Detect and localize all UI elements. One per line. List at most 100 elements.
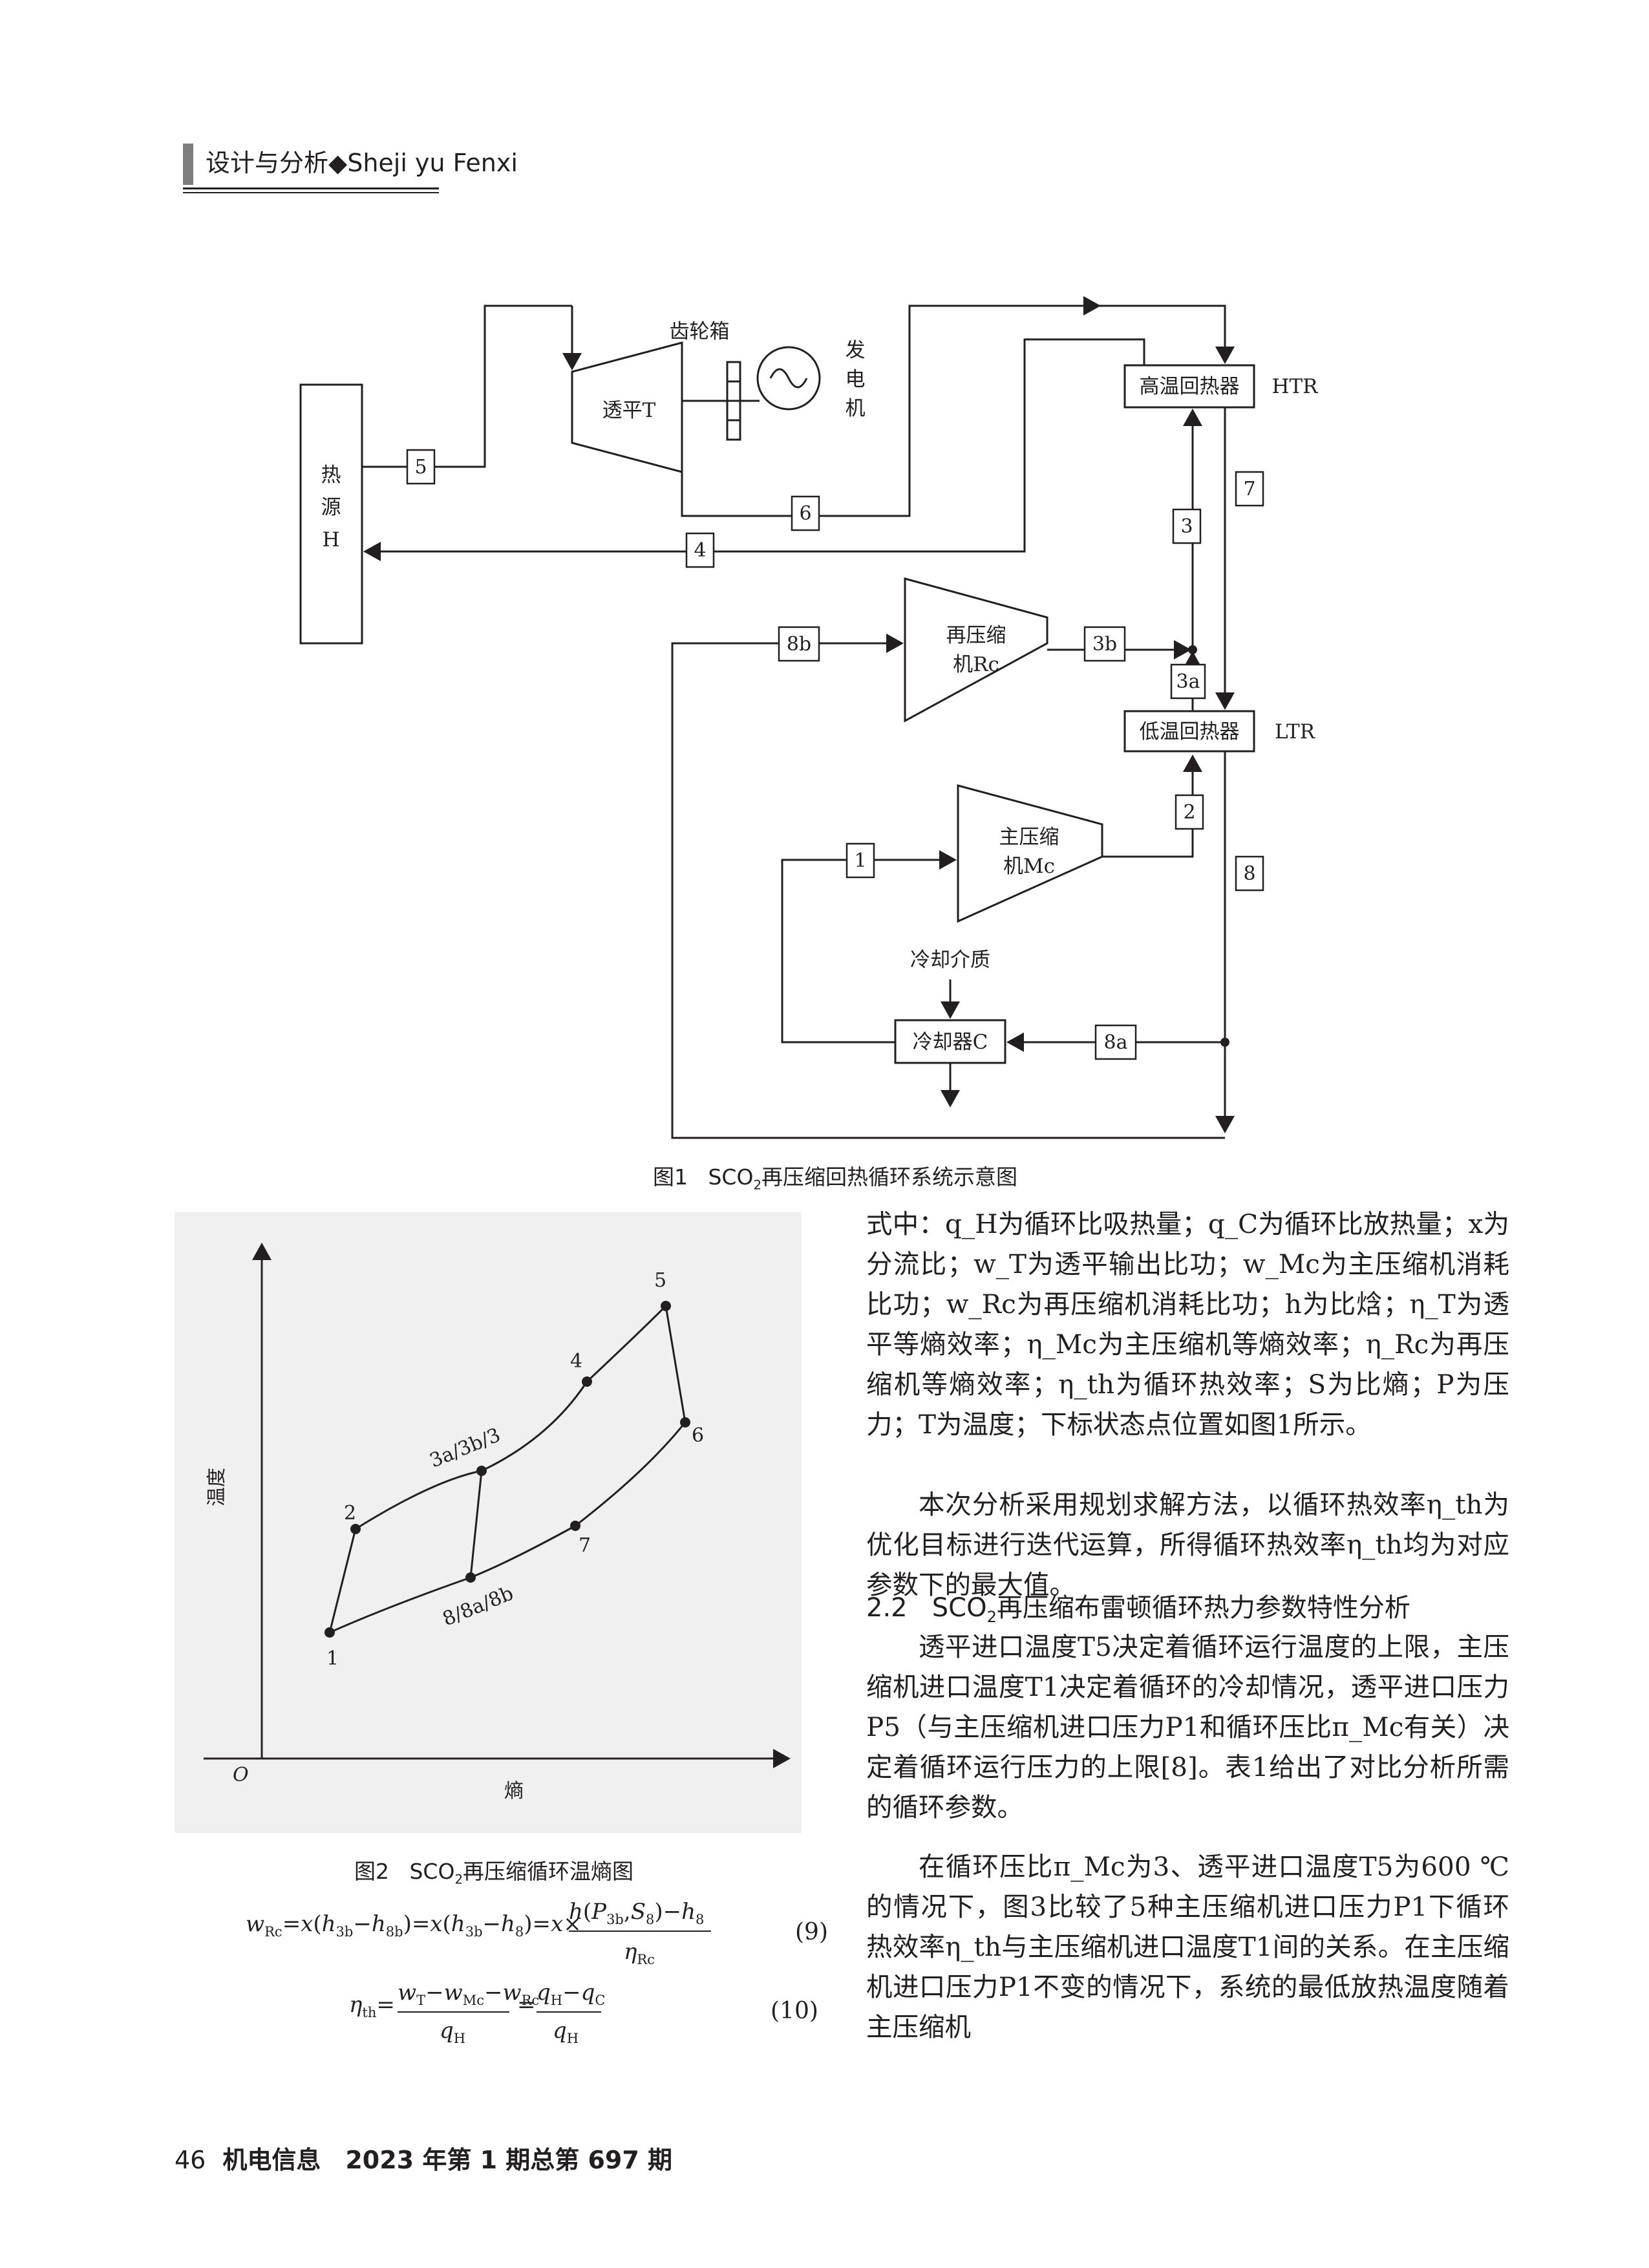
ltr-tag: LTR [1275, 720, 1316, 744]
paragraph-2: 本次分析采用规划求解方法，以循环热效率η_th为优化目标进行迭代运算，所得循环热… [866, 1489, 1509, 1600]
equation-10: ηth= wT−wMc−wRc qH = qH−qC qH [349, 1980, 605, 2046]
svg-text:ηRc: ηRc [624, 1939, 655, 1967]
equation-9: wRc=x(h3b−h8b)=x(h3b−h8)=x× h(P3b,S8)−h8… [246, 1899, 711, 1967]
header-bar [183, 144, 193, 185]
recompressor-shape [904, 577, 1048, 723]
heat-source-label-1: 热 [321, 464, 341, 487]
svg-text:qH−qC: qH−qC [537, 1980, 605, 2008]
state-3b: 3b [1092, 633, 1117, 656]
point-1 [324, 1627, 335, 1638]
section-number: 2.2 [866, 1593, 908, 1623]
section-header: 设计与分析◆Sheji yu Fenxi [206, 149, 518, 177]
expansion-line [665, 1305, 686, 1423]
gearbox-label: 齿轮箱 [670, 320, 730, 343]
generator-label-3: 机 [846, 397, 866, 420]
state-8a: 8a [1104, 1031, 1128, 1054]
figure2-caption-prefix: 图2 [354, 1859, 389, 1884]
generator-circle [756, 346, 821, 411]
state-4: 4 [694, 539, 706, 562]
label-2: 2 [344, 1502, 356, 1524]
svg-text:=: = [517, 1992, 536, 2018]
state-7: 7 [1243, 478, 1255, 500]
figure1-caption-prefix: 图1 [653, 1164, 688, 1190]
page-footer: 46 机电信息 2023 年第 1 期总第 697 期 [175, 2140, 672, 2176]
high-pressure-curve [328, 1305, 667, 1633]
header-rule [183, 187, 439, 189]
paragraph-method: 本次分析采用规划求解方法，以循环热效率η_th为优化目标进行迭代运算，所得循环热… [866, 1484, 1509, 1605]
state-2: 2 [1183, 801, 1195, 824]
point-3 [476, 1466, 487, 1476]
cooler-label: 冷却器C [913, 1031, 988, 1054]
main-compressor-label-1: 主压缩 [999, 826, 1059, 849]
svg-text:qH: qH [553, 2018, 579, 2046]
paragraph-3: 透平进口温度T5决定着循环运行温度的上限，主压缩机进口温度T1决定着循环的冷却情… [866, 1631, 1509, 1823]
htr-tag: HTR [1271, 375, 1319, 398]
label-4: 4 [570, 1350, 582, 1373]
recompressor-label-2: 机Rc [953, 653, 999, 676]
origin-label: O [233, 1764, 249, 1786]
point-4 [582, 1376, 592, 1387]
state-5: 5 [414, 456, 427, 478]
figure1-caption-main: SCO [708, 1164, 754, 1190]
equation-10-number: (10) [771, 1998, 818, 2024]
paragraph-parameters: 透平进口温度T5决定着循环运行温度的上限，主压缩机进口温度T1决定着循环的冷却情… [866, 1627, 1509, 1827]
y-axis-label: 温度 [206, 1468, 228, 1506]
figure1-caption-sub: 2 [753, 1177, 762, 1193]
main-compressor-label-2: 机Mc [1003, 855, 1055, 878]
low-pressure-curve [329, 1422, 686, 1634]
label-7: 7 [579, 1534, 591, 1557]
turbine-label: 透平T [602, 399, 656, 422]
main-compressor-shape [957, 784, 1103, 923]
htr-box [1123, 364, 1255, 409]
state-8b: 8b [787, 633, 811, 656]
sine-icon [769, 368, 808, 389]
paragraph-comparison: 在循环压比π_Mc为3、透平进口温度T5为600 ℃的情况下，图3比较了5种主压… [866, 1846, 1509, 2047]
generator-label-2: 电 [846, 368, 866, 391]
page-number: 46 [175, 2146, 206, 2174]
equation-9-number: (9) [795, 1919, 828, 1945]
label-5: 5 [654, 1269, 666, 1292]
junction-dot-3 [1188, 645, 1197, 654]
figure2-caption-main: SCO [409, 1859, 455, 1884]
x-axis-label: 熵 [504, 1780, 524, 1803]
generator-label-1: 发 [846, 339, 866, 362]
point-2 [350, 1524, 361, 1534]
state-8: 8 [1243, 862, 1255, 885]
state-6: 6 [799, 502, 811, 525]
figure2-ts-diagram: 1 2 3a/3b/3 4 5 6 7 8/8a/8b O 熵 温度 [175, 1212, 802, 1833]
section-heading: 2.2 SCO2再压缩布雷顿循环热力参数特性分析 [866, 1587, 1410, 1626]
section-title-b: 再压缩布雷顿循环热力参数特性分析 [996, 1593, 1410, 1623]
heat-source-label-2: 源 [321, 496, 341, 519]
section-title-a: SCO [931, 1593, 987, 1623]
junction-dot-8 [1220, 1038, 1229, 1047]
cooling-medium-label: 冷却介质 [910, 948, 990, 972]
figure1-caption-rest: 再压缩回热循环系统示意图 [761, 1164, 1018, 1190]
htr-label: 高温回热器 [1140, 375, 1240, 398]
paragraph-definitions: 式中：q_H为循环比吸热量；q_C为循环比放热量；x为分流比；w_T为透平输出比… [866, 1204, 1509, 1444]
ltr-box [1123, 710, 1255, 753]
figure2-caption-sub: 2 [454, 1872, 463, 1887]
recompressor-label-1: 再压缩 [946, 624, 1006, 647]
section-title-sub: 2 [986, 1608, 997, 1626]
svg-text:wRc=x(h3b−h8b)=x(h3b−h8)=x×: wRc=x(h3b−h8b)=x(h3b−h8)=x× [246, 1911, 582, 1940]
point-8 [465, 1572, 476, 1583]
ltr-label: 低温回热器 [1140, 720, 1240, 744]
state-3: 3 [1180, 515, 1193, 538]
point-6 [680, 1417, 690, 1428]
paragraph-1: 式中：q_H为循环比吸热量；q_C为循环比放热量；x为分流比；w_T为透平输出比… [866, 1208, 1509, 1440]
svg-text:qH: qH [440, 2018, 465, 2046]
figure1-caption: 图1 SCO2再压缩回热循环系统示意图 [653, 1160, 1017, 1193]
point-7 [570, 1521, 580, 1531]
journal-info: 机电信息 2023 年第 1 期总第 697 期 [222, 2146, 673, 2174]
heat-source-box [299, 383, 363, 645]
label-6: 6 [692, 1424, 704, 1447]
heat-source-label-3: H [322, 528, 339, 551]
figure2-caption-rest: 再压缩循环温熵图 [463, 1859, 634, 1884]
svg-text:h(P3b,S8)−h8: h(P3b,S8)−h8 [569, 1899, 704, 1927]
label-1: 1 [326, 1647, 339, 1670]
point-5 [661, 1301, 671, 1311]
header-rule-thin [183, 192, 439, 193]
state-3a: 3a [1176, 670, 1200, 693]
state-1: 1 [854, 850, 866, 872]
svg-text:ηth=: ηth= [349, 1992, 395, 2020]
